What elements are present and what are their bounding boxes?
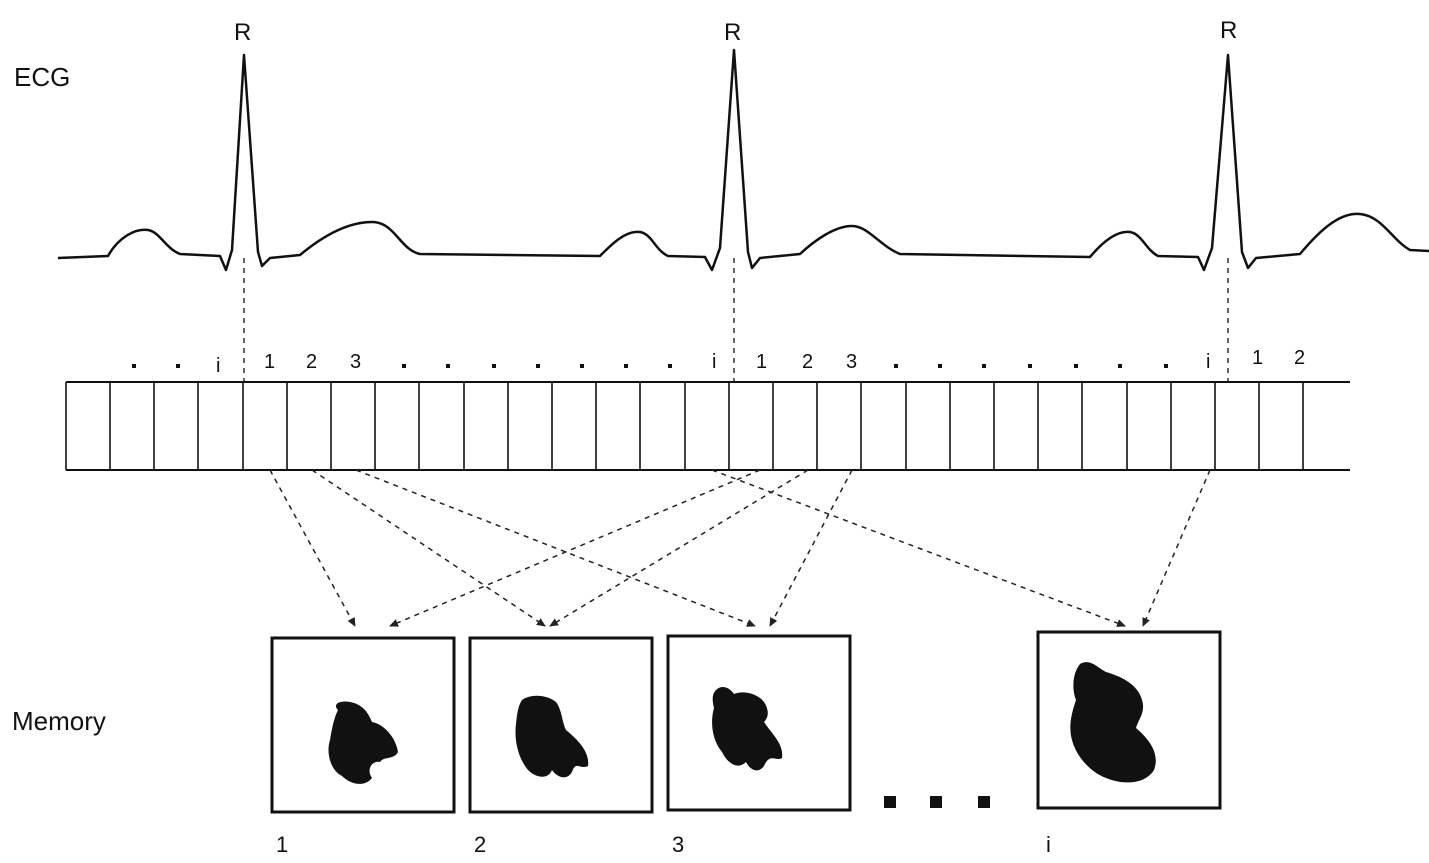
frame-dot [1118,364,1122,368]
heart-image-1 [328,701,398,784]
arrow-cycle1-frame3-to-buffer3 [355,469,756,627]
arrow-cycle3-framei-to-bufferi [1142,469,1211,627]
memory-buffer-label-1: 1 [276,832,288,857]
r-peak-label-3: R [1220,17,1237,44]
r-peak-label-2: R [724,19,741,46]
frame-label-cycle1-1: 1 [264,351,275,373]
ellipsis-dot-3 [978,796,990,808]
frame-dot [1164,364,1168,368]
ecg-trace [57,48,1429,272]
memory-buffer-label-3: 3 [672,832,684,857]
frame-dot [1074,364,1078,368]
frame-dot [446,364,450,368]
frame-dot [1028,364,1032,368]
frame-dot [402,364,406,368]
heart-image-3 [712,687,783,771]
frame-label-cycle2-2: 2 [802,351,813,373]
arrow-cycle2-frame1-to-buffer1 [389,469,761,627]
memory-buffer-i [1036,630,1222,810]
frame-label-cycle3-i: i [1206,351,1210,373]
frame-dot [624,364,628,368]
r-peak-label-1: R [234,19,251,46]
frame-dot [132,364,136,368]
frame-dot [580,364,584,368]
frame-dot [536,364,540,368]
frame-label-cycle2-i: i [712,351,716,373]
memory-label: Memory [12,706,106,736]
frame-dot [894,364,898,368]
heart-image-2 [515,695,589,778]
arrow-cycle2-framei-to-bufferi [711,469,1126,627]
memory-buffer-label-i: i [1046,832,1051,857]
frame-label-cycle1-i: i [216,355,220,377]
frame-dot [492,364,496,368]
frame-dots [132,364,1168,368]
frame-dot [668,364,672,368]
frame-label-cycle1-2: 2 [306,351,317,373]
memory-buffer-3 [666,634,852,812]
memory-buffer-2 [468,636,654,814]
frame-strip [65,381,1350,471]
arrow-cycle1-frame1-to-buffer1 [269,469,356,627]
ellipsis-dot-1 [884,796,896,808]
arrow-cycle1-frame2-to-buffer2 [311,469,546,627]
ellipsis-dot-2 [930,796,942,808]
frame-label-cycle3-1: 1 [1252,347,1263,369]
memory-buffer-1 [270,636,456,814]
frame-label-cycle2-1: 1 [756,351,767,373]
frame-dot [176,364,180,368]
frame-dot [938,364,942,368]
memory-buffer-label-2: 2 [474,832,486,857]
frame-label-cycle1-3: 3 [350,351,361,373]
frame-dot [982,364,986,368]
frame-cells [65,382,1304,470]
heart-image-i [1070,662,1156,783]
frame-to-memory-arrows [269,469,1211,627]
arrow-cycle2-frame2-to-buffer2 [549,469,809,627]
arrow-cycle2-frame3-to-buffer3 [769,469,853,627]
frame-label-cycle2-3: 3 [846,351,857,373]
ecg-label: ECG [14,62,70,92]
frame-label-cycle3-2: 2 [1294,347,1305,369]
